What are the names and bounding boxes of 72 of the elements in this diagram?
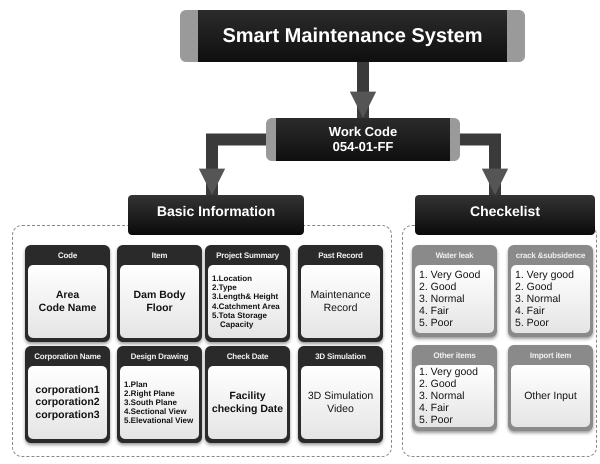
card-header: crack &subsidence [514, 250, 586, 262]
card-header: Import item [528, 350, 572, 362]
bar-label: Smart Maintenance System [222, 24, 483, 48]
list-item: 4. Fair [515, 305, 545, 318]
card-header: Past Record [317, 250, 364, 262]
card-text: Other Input [524, 390, 577, 402]
bar-label: Work Code 054-01-FF [328, 124, 398, 154]
card-text: Dam Body [134, 289, 186, 302]
list-item: 2.Right Plane [124, 388, 175, 398]
card-header: Item [150, 250, 168, 262]
info-card [117, 346, 202, 443]
list-item: 1.Plan [124, 380, 148, 389]
list-item: 4. Fair [419, 305, 449, 318]
info-card [205, 245, 290, 342]
title-bar [266, 118, 460, 161]
card-text: corporation2 [35, 396, 100, 409]
card-text: Area [56, 289, 80, 302]
list-item: 3. Normal [515, 292, 561, 306]
list-item: 5. Poor [419, 317, 453, 330]
card-header: Code [56, 250, 78, 262]
block-arrow [350, 62, 376, 118]
info-card [25, 245, 110, 342]
info-card [25, 346, 110, 443]
card-header: Water leak [434, 250, 474, 262]
list-item: 3.South Plane [124, 398, 177, 408]
list-item: 1.Location [212, 274, 252, 284]
card-header: Corporation Name [33, 350, 102, 363]
card-text: Facility [229, 390, 266, 402]
info-card [205, 346, 290, 443]
card-text: Code Name [38, 302, 96, 314]
list-item: 4. Fair [419, 402, 449, 414]
section-header: Basic Information [128, 195, 304, 235]
list-item: 2. Good [515, 280, 552, 293]
info-card [412, 345, 497, 431]
list-item: 1. Very good [419, 366, 478, 378]
list-item: 3.Length& Height [212, 292, 278, 302]
card-text: 3D Simulation [308, 390, 374, 402]
list-item: 5. Poor [419, 414, 453, 426]
list-item: 3. Normal [419, 390, 465, 402]
list-item: 3. Normal [419, 292, 465, 306]
list-item: 2. Good [419, 280, 456, 293]
list-item: 4.Catchment Area [212, 302, 280, 311]
info-card [508, 245, 593, 337]
info-card [298, 245, 383, 342]
list-item: 2.Type [212, 283, 237, 292]
section-header: Checkelist [415, 195, 595, 235]
card-header: Other items [432, 350, 477, 362]
card-text: Video [327, 402, 354, 415]
list-item: 5. Poor [515, 317, 549, 330]
card-text: checking Date [212, 402, 284, 415]
block-arrow [460, 134, 508, 195]
list-item: 5.Tota Storage Capacity [212, 310, 268, 330]
list-item: 2. Good [419, 378, 456, 390]
card-text: Record [324, 302, 358, 314]
block-arrow [198, 134, 266, 195]
info-card [508, 345, 593, 431]
list-item: 1. Very good [515, 268, 574, 281]
card-header: Check Date [226, 350, 270, 362]
card-header: Design Drawing [130, 350, 190, 363]
list-item: 4.Sectional View [124, 407, 187, 416]
list-item: 5.Elevational View [124, 416, 194, 426]
card-text: corporation3 [35, 408, 100, 421]
info-card [298, 346, 383, 443]
card-text: Maintenance [310, 289, 371, 302]
card-text: Floor [146, 302, 173, 314]
card-header: Project Summary [215, 250, 280, 262]
list-item: 1. Very Good [419, 268, 480, 281]
info-card [117, 245, 202, 342]
card-text: corporation1 [35, 384, 100, 396]
title-bar [180, 10, 525, 62]
info-card [412, 245, 497, 337]
card-header: 3D Simulation [314, 350, 367, 362]
